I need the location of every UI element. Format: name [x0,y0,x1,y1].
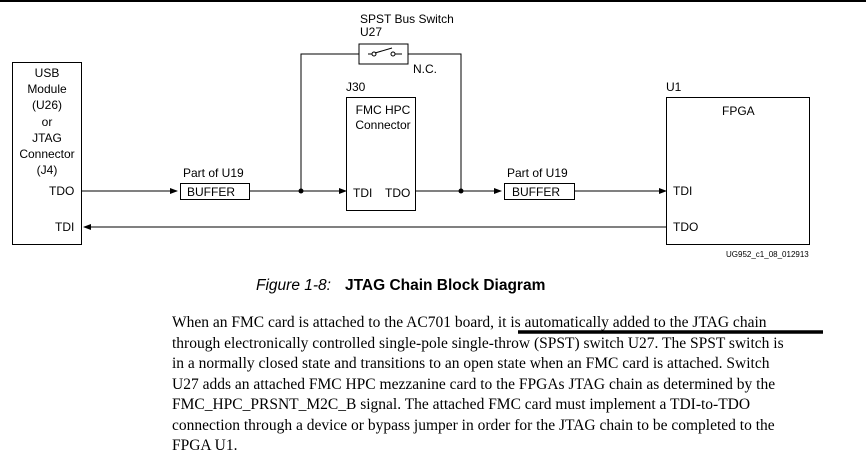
junction-dot-left [298,188,304,194]
paragraph-line: through electronically controlled single… [172,334,784,352]
usb-label-line: JTAG [32,130,62,145]
buffer1-caption: Part of U19 [183,166,244,180]
connector-label-line: Connector [355,118,411,132]
fpga-ref: U1 [666,80,682,94]
bypass-wire-right [408,53,462,191]
figure-id: UG952_c1_08_012913 [726,250,809,259]
paragraph-line: in a normally closed state and transitio… [172,355,770,372]
buffer2-label: BUFFER [512,185,560,199]
usb-label-line: Connector [19,147,75,162]
usb-label-line: (U26) [31,98,62,113]
paragraph-line: FPGA U1. [172,437,238,454]
switch-box [358,43,409,65]
connector-label-line: FMC HPC [355,103,411,117]
usb-label-line: or [41,114,53,129]
connector-label: FMC HPC Connector [346,103,420,133]
connector-ref: J30 [346,80,366,94]
usb-label-line: (J4) [36,163,58,178]
connector-tdi-pin: TDI [353,186,373,200]
switch-blade [374,47,393,54]
figure-caption: Figure 1-8: JTAG Chain Block Diagram [256,277,545,295]
usb-tdi-pin: TDI [55,220,75,234]
bypass-wire-left [300,53,359,191]
figure-title: JTAG Chain Block Diagram [344,277,546,294]
page-top-rule [0,0,866,2]
paragraph-line: U27 adds an attached FMC HPC mezzanine c… [172,375,776,393]
usb-block-label: USB Module (U26) or JTAG Connector (J4) [12,65,82,178]
usb-jtag-block [12,62,82,245]
switch-ref: U27 [360,25,383,39]
buffer2-box [504,183,575,200]
switch-title: SPST Bus Switch [360,12,454,26]
figure-number: Figure 1-8: [256,277,331,294]
usb-tdo-pin: TDO [49,184,75,198]
usb-label-line: USB [34,66,60,80]
switch-state: N.C. [413,62,437,76]
fpga-label: FPGA [722,104,755,118]
switch-contact-right [390,51,396,57]
fpga-block [666,97,810,245]
buffer2-caption: Part of U19 [507,166,568,180]
buffer1-box [180,183,250,200]
buffer1-label: BUFFER [187,185,235,199]
fpga-tdi-pin: TDI [673,184,693,198]
paragraph-line: connection through a device or bypass ju… [172,416,775,434]
paragraph-line: FMC_HPC_PRSNT_M2C_B signal. The attached… [172,396,751,413]
usb-label-line: Module [27,82,67,97]
paragraph-line: When an FMC card is attached to the AC70… [172,314,767,331]
fpga-tdo-pin: TDO [673,220,699,234]
body-paragraph: When an FMC card is attached to the AC70… [172,313,832,457]
connector-tdo-pin: TDO [385,186,411,200]
fmc-hpc-connector-block [346,97,416,211]
